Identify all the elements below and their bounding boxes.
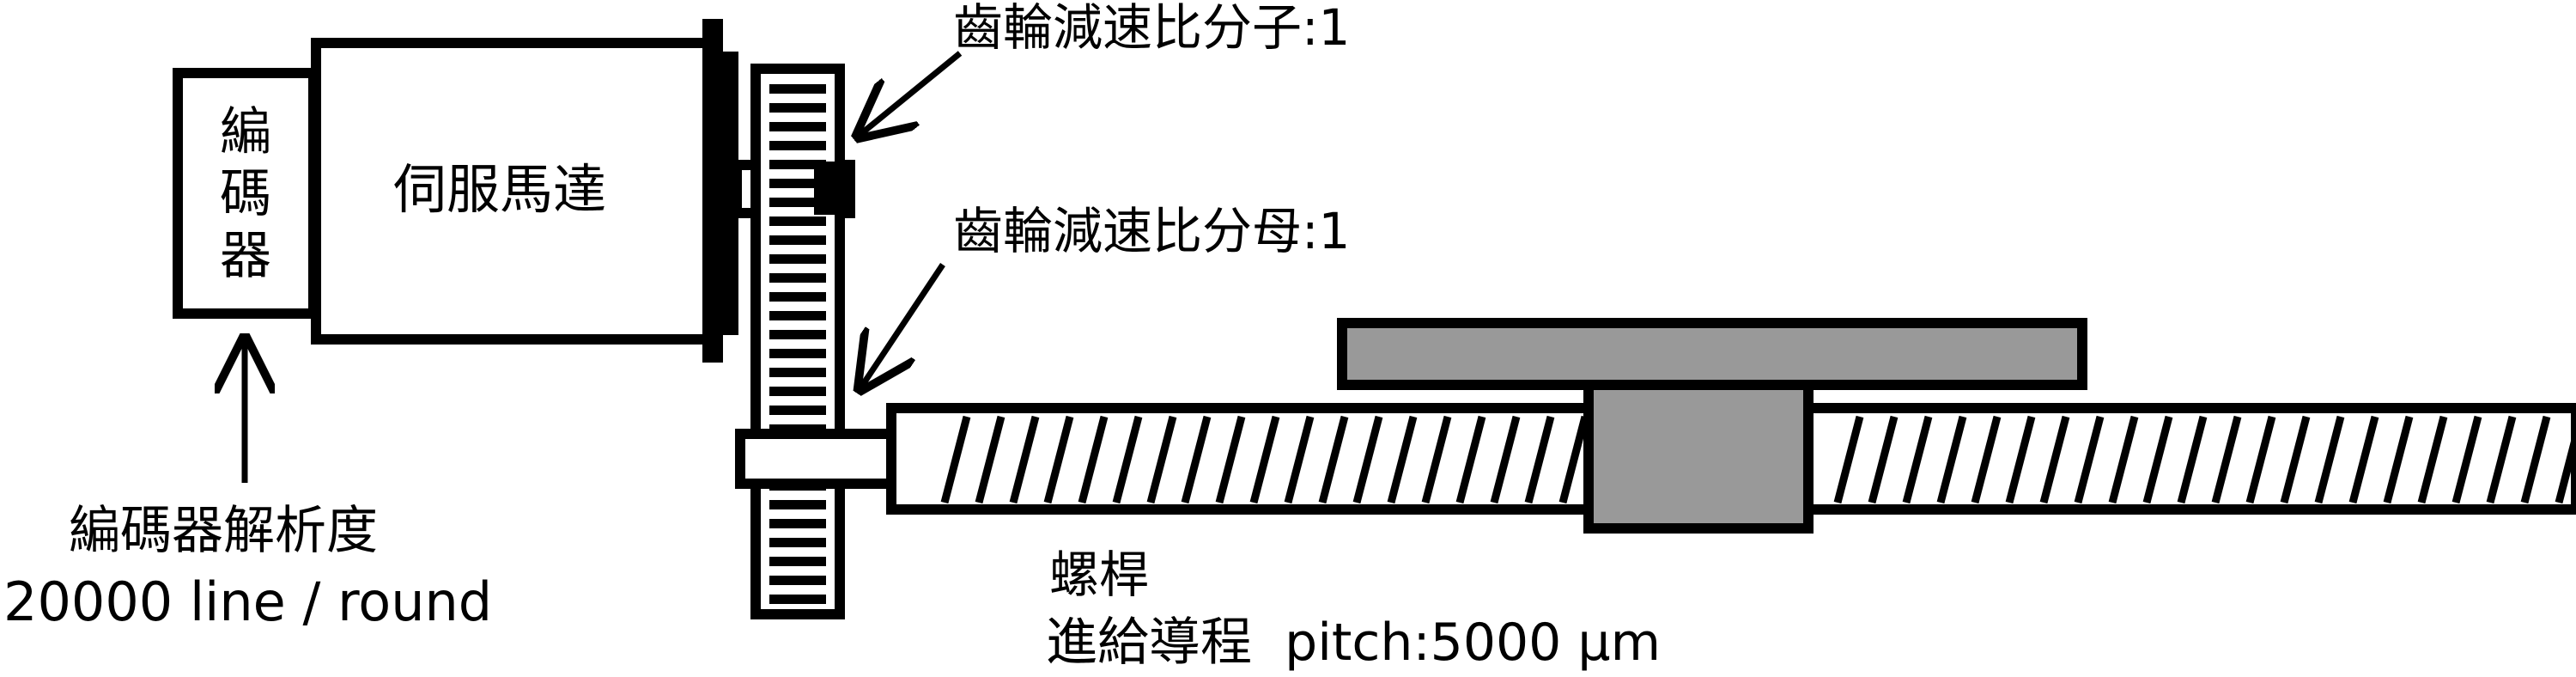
gear-tooth [769, 387, 826, 396]
screw-thread [1112, 415, 1143, 504]
screw-thread [2383, 415, 2414, 504]
gear-tooth [769, 198, 826, 207]
gear-tooth [769, 538, 826, 547]
screw-thread [2417, 415, 2448, 504]
motor-body [311, 38, 718, 345]
encoder-char-2: 碼 [220, 164, 271, 224]
screw-thread [2314, 415, 2345, 504]
gear-tooth [769, 349, 826, 358]
screw-thread [2108, 415, 2139, 504]
arrow-gear-denominator [860, 263, 945, 388]
motor-flange [702, 19, 723, 363]
gear-tooth [769, 273, 826, 283]
screw-thread [1009, 415, 1040, 504]
screw-thread [2348, 415, 2379, 504]
encoder-resolution-value: 20000 line / round [3, 570, 493, 633]
screw-thread [2211, 415, 2242, 504]
screw-thread [2039, 415, 2070, 504]
encoder-box [173, 68, 319, 319]
gear-tooth [769, 141, 826, 150]
screw-thread [1387, 415, 1418, 504]
screw-thread [2074, 415, 2105, 504]
screw-thread [1146, 415, 1177, 504]
screw-coupling [735, 429, 898, 489]
gear-tooth [769, 84, 826, 94]
gear [750, 64, 848, 619]
encoder-char-3: 器 [220, 226, 271, 286]
screw-nut [1583, 373, 1814, 534]
gear-tooth [769, 500, 826, 509]
gear-tooth [769, 311, 826, 320]
work-table [1337, 318, 2087, 390]
screw-thread [1490, 415, 1521, 504]
screw-thread [1215, 415, 1246, 504]
encoder-label: 編 碼 器 [182, 101, 309, 287]
screw-thread [2177, 415, 2208, 504]
screw-thread [2451, 415, 2482, 504]
screw-thread [2280, 415, 2311, 504]
screw-thread [1558, 415, 1589, 504]
screw-thread [2142, 415, 2173, 504]
gear-tooth [769, 557, 826, 566]
screw-thread [1284, 415, 1315, 504]
gear-hub-top [814, 162, 848, 215]
screw-thread [1455, 415, 1486, 504]
screw-thread [975, 415, 1005, 504]
gear-tooth [769, 330, 826, 339]
gear-tooth [769, 292, 826, 302]
screw-thread [1971, 415, 2002, 504]
screw-thread [940, 415, 971, 504]
screw-thread [1902, 415, 1933, 504]
encoder-resolution-title: 編碼器解析度 [69, 501, 378, 561]
screw-thread [1078, 415, 1109, 504]
gear-tooth [769, 406, 826, 415]
screw-thread [1249, 415, 1280, 504]
gear-body [750, 64, 845, 619]
screw-thread [2005, 415, 2036, 504]
screw-thread [2245, 415, 2276, 504]
screw-thread [1352, 415, 1383, 504]
screw-thread [2486, 415, 2517, 504]
gear-tooth [769, 103, 826, 113]
gear-numerator-label: 齒輪減速比分子:1 [953, 0, 1351, 57]
screw-thread [1318, 415, 1349, 504]
gear-tooth [769, 368, 826, 377]
motor-label: 伺服馬達 [393, 158, 607, 221]
screw-thread [1936, 415, 1967, 504]
encoder-char-1: 編 [220, 102, 271, 162]
screw-thread [1181, 415, 1212, 504]
motor-flange-plate [723, 52, 738, 335]
gear-tooth [769, 595, 826, 604]
gear-tooth [769, 160, 826, 169]
gear-denominator-label: 齒輪減速比分母:1 [953, 202, 1351, 260]
gear-tooth [769, 179, 826, 188]
screw-name-label: 螺桿 [1049, 546, 1150, 604]
gear-tooth [769, 254, 826, 264]
screw-thread [2520, 415, 2551, 504]
screw-pitch-label: 進給導程 pitch:5000 μm [1046, 613, 1662, 673]
screw-thread [2555, 421, 2576, 504]
screw-thread [1043, 415, 1074, 504]
screw-thread [1833, 415, 1864, 504]
screw-thread [1524, 415, 1555, 504]
arrow-gear-numerator [859, 51, 963, 136]
screw-thread [1868, 415, 1899, 504]
screw-thread [1421, 415, 1452, 504]
gear-tooth [769, 519, 826, 528]
screw-threads [940, 415, 2576, 504]
gear-tooth [769, 122, 826, 131]
gear-tooth [769, 235, 826, 245]
gear-tooth [769, 217, 826, 226]
gear-tooth [769, 576, 826, 585]
